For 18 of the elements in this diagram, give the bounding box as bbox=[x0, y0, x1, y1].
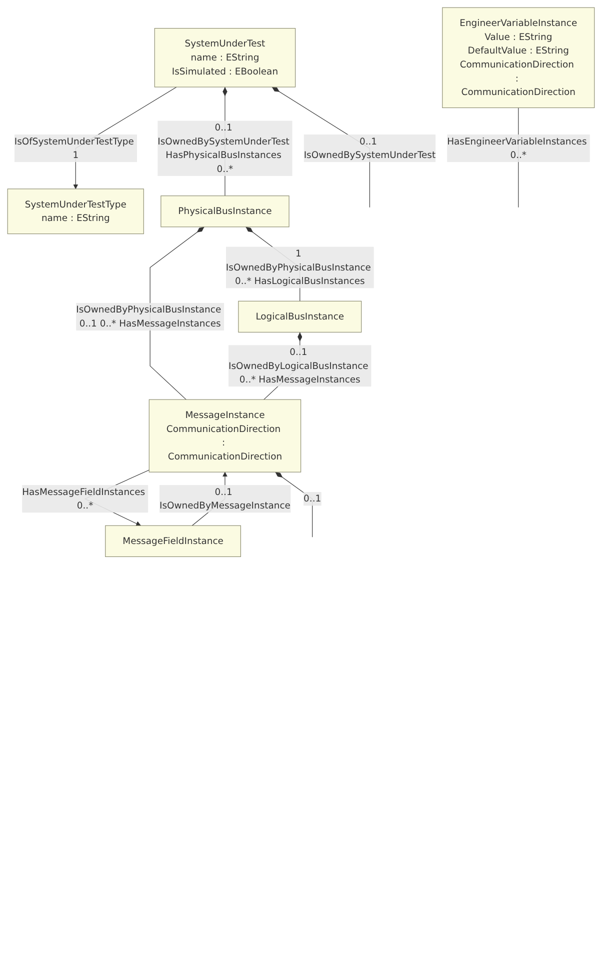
edge-label: 0..1 IsOwnedByMessageInstance bbox=[160, 486, 290, 511]
edge-label: HasMessageFieldInstances 0..* bbox=[22, 486, 146, 511]
node-box: MessageFieldInstance bbox=[105, 525, 241, 557]
node-box: SystemUnderTest name : EString IsSimulated : EBoolean bbox=[154, 28, 296, 88]
node-box: EngineerVariableInstance Value : EString DefaultValue : EString CommunicationDirection : CommunicationDirection bbox=[442, 7, 595, 108]
node-box: SystemUnderTestType name : EString bbox=[7, 188, 144, 234]
edge-label: IsOwnedByPhysicalBusInstance 0..1 0..* HasMessageInstances bbox=[76, 304, 222, 329]
edge-label: HasEngineerVariableInstances 0..* bbox=[447, 136, 587, 160]
node-box: MessageInstance CommunicationDirection : CommunicationDirection bbox=[148, 399, 302, 472]
node-box: LogicalBusInstance bbox=[238, 300, 362, 333]
connector bbox=[274, 472, 313, 538]
edge-label: IsOfSystemUnderTestType 1 bbox=[14, 136, 134, 160]
node-box: PhysicalBusInstance bbox=[160, 196, 290, 228]
edge-label: 0..1 IsOwnedBySystemUnderTest bbox=[304, 136, 436, 160]
edge-label: 0..1 IsOwnedByLogicalBusInstance 0..* HasMessageInstances bbox=[228, 346, 368, 385]
edge-label: 0..1 bbox=[304, 493, 322, 504]
edge-label: 1 IsOwnedByPhysicalBusInstance 0..* HasLogicalBusInstances bbox=[226, 248, 371, 286]
edge-label: 0..1 IsOwnedBySystemUnderTest HasPhysicalBusInstances 0..* bbox=[158, 122, 290, 174]
